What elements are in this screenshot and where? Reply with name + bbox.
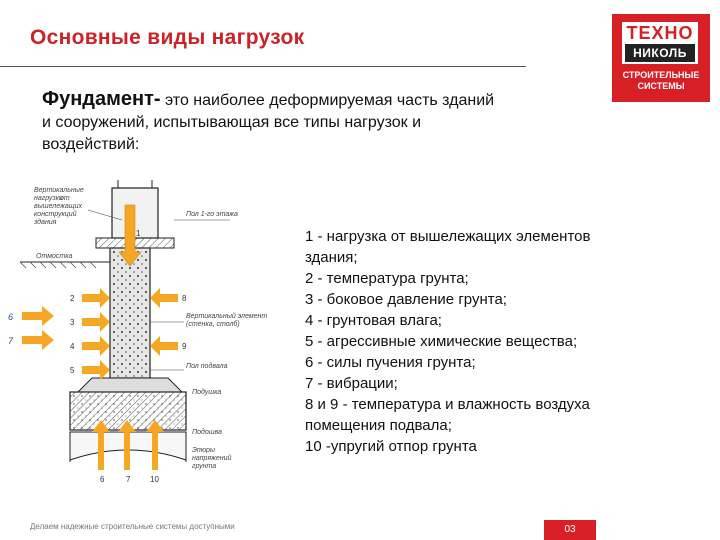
label-slab: Подушка [192,388,221,396]
label-vertical-load-1: Вертикальные [34,187,84,194]
logo-line1: ТЕХНО [626,23,694,43]
num-3: 3 [70,318,75,327]
logo-sub-line1: СТРОИТЕЛЬНЫЕ [622,70,700,80]
arrow-8 [150,288,178,308]
label-grade: Отмостка [36,253,73,260]
label-basement-floor: Пол подвала [186,362,228,370]
arrow-1 [118,204,142,267]
arrow-9 [150,336,178,356]
logo-subtitle: СТРОИТЕЛЬНЫЕ СИСТЕМЫ [612,70,710,92]
logo-sub-line2: СИСТЕМЫ [637,81,685,91]
label-vertical-load-4: вышележащих [34,203,83,210]
arrow-5 [82,360,110,380]
label-footing: Подошва [192,428,222,436]
label-vertical-element-2: (стенка, столб) [186,320,240,328]
num-8: 8 [182,294,187,303]
num-7: 7 [8,336,14,346]
label-diagram-soil-1: Эпюры [192,447,216,454]
intro-rest2: и сооружений, испытывающая все типы нагр… [42,114,422,131]
page-title: Основные виды нагрузок [30,26,305,49]
intro-rest1: это наиболее деформируемая часть зданий [160,92,495,109]
legend-item: 8 и 9 - температура и влажность воздуха [305,396,590,413]
legend-item: 2 - температура грунта; [305,270,469,287]
technonicol-logo: ТЕХНО НИКОЛЬ СТРОИТЕЛЬНЫЕ СИСТЕМЫ [612,14,710,102]
num-2: 2 [70,294,75,303]
foundation-pad [76,377,184,393]
legend-item: 4 - грунтовая влага; [305,312,442,329]
num-5: 5 [70,366,75,375]
num-6: 6 [8,312,13,322]
legend-item: 10 -упругий отпор грунта [305,438,477,455]
label-vertical-load-6: здания [33,218,57,226]
arrow-6-bottom [92,420,110,470]
intro-lead: Фундамент- [42,88,161,110]
arrow-7-bottom [118,420,136,470]
footer-slogan: Делаем надежные строительные системы дос… [30,522,235,531]
num-9: 9 [182,342,187,351]
logo-line2: НИКОЛЬ [625,44,695,62]
intro-text: Фундамент- это наиболее деформируемая ча… [42,88,602,112]
arrow-10 [146,420,164,470]
intro-rest3: воздействий: [42,136,140,153]
arrow-6-left [22,306,54,326]
loads-legend: 1 - нагрузка от вышележащих элементов зд… [305,226,705,457]
arrow-4 [82,336,110,356]
arrow-7-left [22,330,54,350]
page-number: 03 [544,520,596,540]
logo-wordmark: ТЕХНО НИКОЛЬ [622,22,698,64]
num-6-bottom: 6 [100,475,105,484]
label-vertical-load-5: конструкций [34,210,77,218]
legend-item: 3 - боковое давление грунта; [305,291,507,308]
legend-item: 6 - силы пучения грунта; [305,354,476,371]
num-10: 10 [150,475,159,484]
foundation-diagram: 1 2 3 4 5 6 7 8 9 6 7 10 Вертикальные на… [8,180,267,484]
label-diagram-soil-3: грунта [192,463,216,470]
legend-item: здания; [305,249,358,266]
num-4: 4 [70,342,75,351]
label-floor-level: Пол 1-го этажа [186,211,238,218]
arrow-3 [82,312,110,332]
num-7-bottom: 7 [126,475,131,484]
intro-continued: и сооружений, испытывающая все типы нагр… [42,112,602,156]
legend-item: помещения подвала; [305,417,452,434]
label-vertical-load-3: от [60,195,70,202]
label-vertical-load-2: нагрузки [34,195,63,202]
label-vertical-element-1: Вертикальный элемент [186,312,267,320]
label-diagram-soil-2: напряжений [192,454,232,462]
legend-item: 5 - агрессивные химические вещества; [305,333,578,350]
title-divider [0,66,526,67]
legend-item: 1 - нагрузка от вышележащих элементов [305,228,591,245]
num-1: 1 [136,229,141,238]
arrow-2 [82,288,110,308]
legend-item: 7 - вибрации; [305,375,398,392]
